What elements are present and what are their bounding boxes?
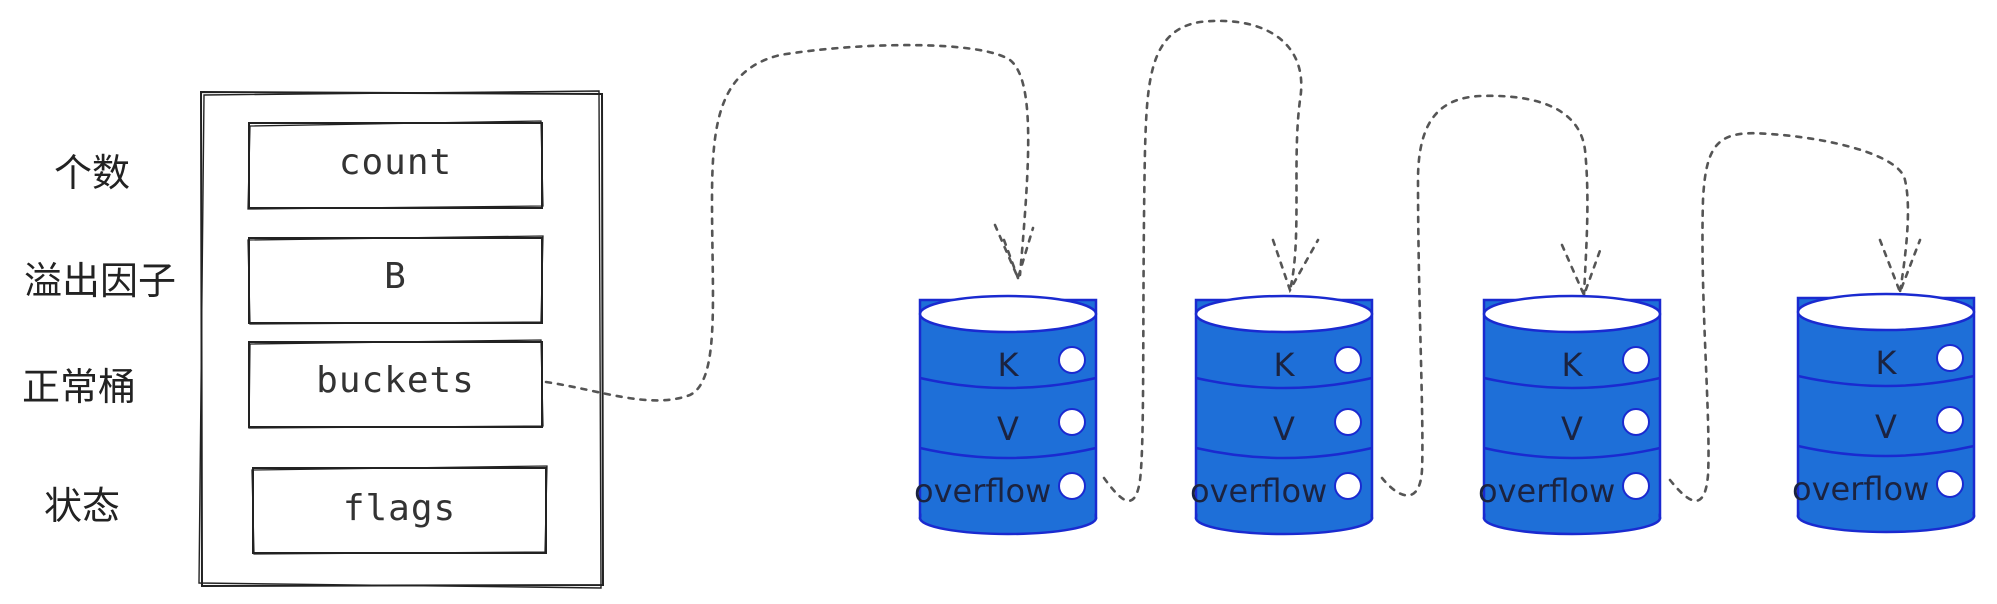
label-flags: 状态 [44, 484, 121, 528]
field-box-count [247, 120, 544, 210]
bucket-4-key: K [1876, 344, 1898, 382]
field-flags-text: flags [342, 488, 457, 529]
bucket-1-overflow: overflow [914, 472, 1051, 510]
bucket-3-value: V [1561, 410, 1583, 448]
bucket-4-value: V [1875, 408, 1897, 446]
bucket-2-value: V [1273, 410, 1295, 448]
arrow-bucket-3-to-bucket-4 [1668, 132, 1910, 503]
bucket-2: K V overflow [1190, 294, 1374, 536]
arrow-bucket-1-to-bucket-2 [1102, 19, 1303, 503]
arrow-bucket-2-to-bucket-3 [1380, 94, 1589, 497]
bucket-1-key: K [998, 346, 1020, 384]
bucket-1: K V overflow [914, 294, 1098, 536]
bucket-2-overflow: overflow [1190, 472, 1327, 510]
bucket-3-key: K [1562, 346, 1584, 384]
bucket-3-overflow: overflow [1478, 472, 1615, 510]
bucket-2-body [1194, 294, 1374, 536]
label-buckets: 正常桶 [22, 365, 137, 409]
pointer-arrows [544, 19, 1922, 503]
bucket-2-key: K [1274, 346, 1296, 384]
field-box-buckets [248, 339, 544, 429]
bucket-4-body [1796, 292, 1976, 534]
field-box-flags [251, 465, 548, 555]
bucket-1-value: V [997, 410, 1019, 448]
bucket-4-overflow: overflow [1792, 470, 1929, 508]
label-count: 个数 [54, 151, 131, 195]
hmap-struct-box [198, 90, 605, 589]
field-box-b [247, 235, 544, 325]
field-buckets-text: buckets [316, 360, 475, 401]
field-count-text: count [338, 142, 453, 183]
bucket-3: K V overflow [1478, 294, 1662, 536]
bucket-3-body [1482, 294, 1662, 536]
bucket-1-body [918, 294, 1098, 536]
bucket-4: K V overflow [1792, 292, 1976, 534]
label-b: 溢出因子 [24, 259, 177, 303]
field-b-text: B [384, 256, 407, 297]
arrow-buckets-to-bucket-1 [544, 43, 1030, 402]
